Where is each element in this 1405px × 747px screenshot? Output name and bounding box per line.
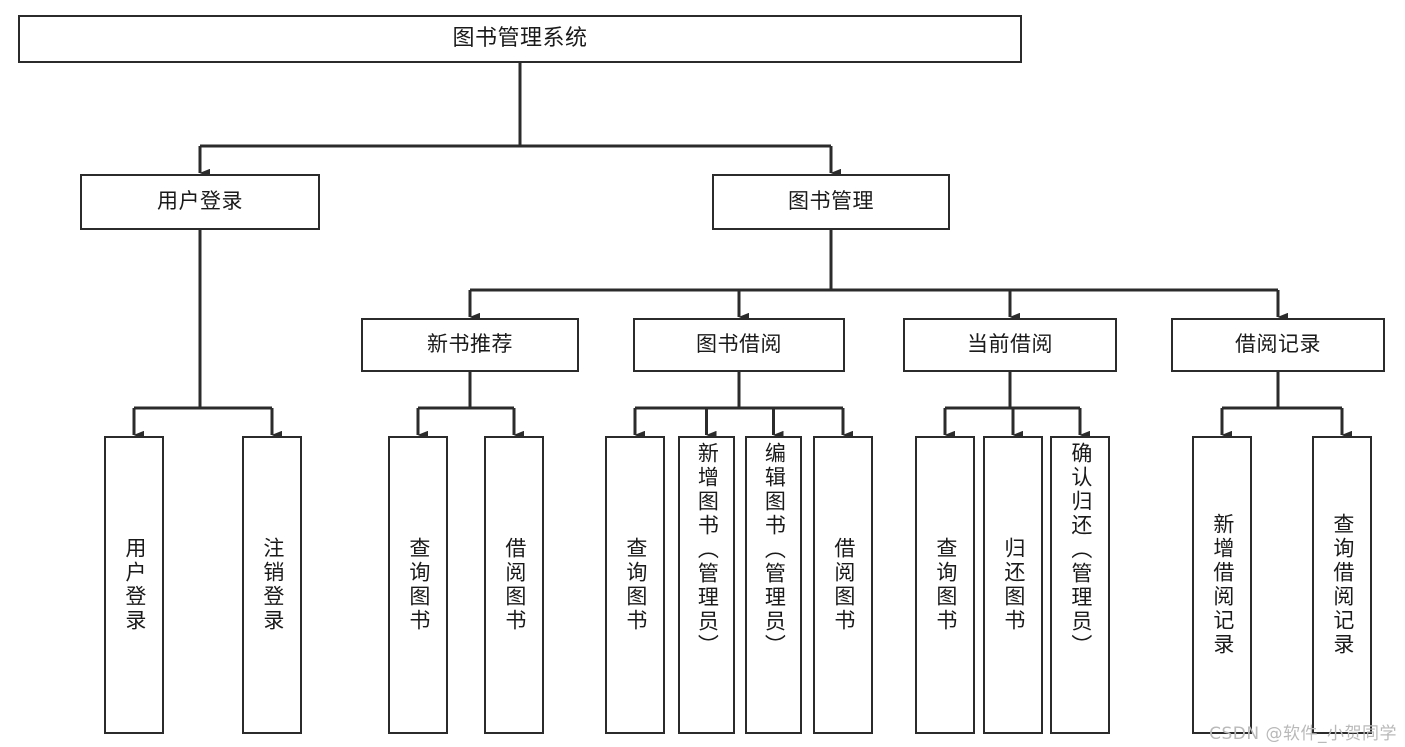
node-label-leaf-query-book-3: 查询图书 <box>933 537 958 633</box>
node-label-current-borrow: 当前借阅 <box>967 332 1053 357</box>
node-leaf-confirm-return[interactable]: 确认归还（管理员） <box>1050 436 1110 734</box>
node-label-leaf-borrow-book-2: 借阅图书 <box>831 537 856 633</box>
node-leaf-logout[interactable]: 注销登录 <box>242 436 302 734</box>
node-user-login[interactable]: 用户登录 <box>80 174 320 230</box>
node-leaf-query-book-2[interactable]: 查询图书 <box>605 436 665 734</box>
node-borrow-record[interactable]: 借阅记录 <box>1171 318 1385 372</box>
node-label-root: 图书管理系统 <box>452 25 588 51</box>
node-root[interactable]: 图书管理系统 <box>18 15 1022 63</box>
node-leaf-user-login[interactable]: 用户登录 <box>104 436 164 734</box>
node-leaf-borrow-book-2[interactable]: 借阅图书 <box>813 436 873 734</box>
node-current-borrow[interactable]: 当前借阅 <box>903 318 1117 372</box>
node-leaf-query-book-3[interactable]: 查询图书 <box>915 436 975 734</box>
node-label-leaf-query-book-2: 查询图书 <box>623 537 648 633</box>
node-label-leaf-edit-book: 编辑图书（管理员） <box>762 442 787 658</box>
node-label-leaf-return-book: 归还图书 <box>1001 537 1026 633</box>
node-label-book-manage: 图书管理 <box>788 189 874 214</box>
node-leaf-borrow-book-1[interactable]: 借阅图书 <box>484 436 544 734</box>
node-book-borrow[interactable]: 图书借阅 <box>633 318 845 372</box>
node-new-book-recommend[interactable]: 新书推荐 <box>361 318 579 372</box>
node-label-leaf-query-record: 查询借阅记录 <box>1330 513 1355 657</box>
node-label-leaf-borrow-book-1: 借阅图书 <box>502 537 527 633</box>
node-label-leaf-logout: 注销登录 <box>260 537 285 633</box>
node-label-borrow-record: 借阅记录 <box>1235 332 1321 357</box>
node-label-leaf-add-record: 新增借阅记录 <box>1210 513 1235 657</box>
node-leaf-add-record[interactable]: 新增借阅记录 <box>1192 436 1252 734</box>
node-label-new-book-recommend: 新书推荐 <box>427 332 513 357</box>
node-leaf-query-record[interactable]: 查询借阅记录 <box>1312 436 1372 734</box>
node-leaf-query-book-1[interactable]: 查询图书 <box>388 436 448 734</box>
node-label-leaf-query-book-1: 查询图书 <box>406 537 431 633</box>
node-book-manage[interactable]: 图书管理 <box>712 174 950 230</box>
node-label-user-login: 用户登录 <box>157 189 243 214</box>
node-leaf-return-book[interactable]: 归还图书 <box>983 436 1043 734</box>
node-label-book-borrow: 图书借阅 <box>696 332 782 357</box>
node-label-leaf-add-book: 新增图书（管理员） <box>695 442 720 658</box>
node-label-leaf-user-login: 用户登录 <box>122 537 147 633</box>
node-leaf-add-book[interactable]: 新增图书（管理员） <box>678 436 735 734</box>
node-label-leaf-confirm-return: 确认归还（管理员） <box>1068 442 1093 658</box>
node-leaf-edit-book[interactable]: 编辑图书（管理员） <box>745 436 802 734</box>
